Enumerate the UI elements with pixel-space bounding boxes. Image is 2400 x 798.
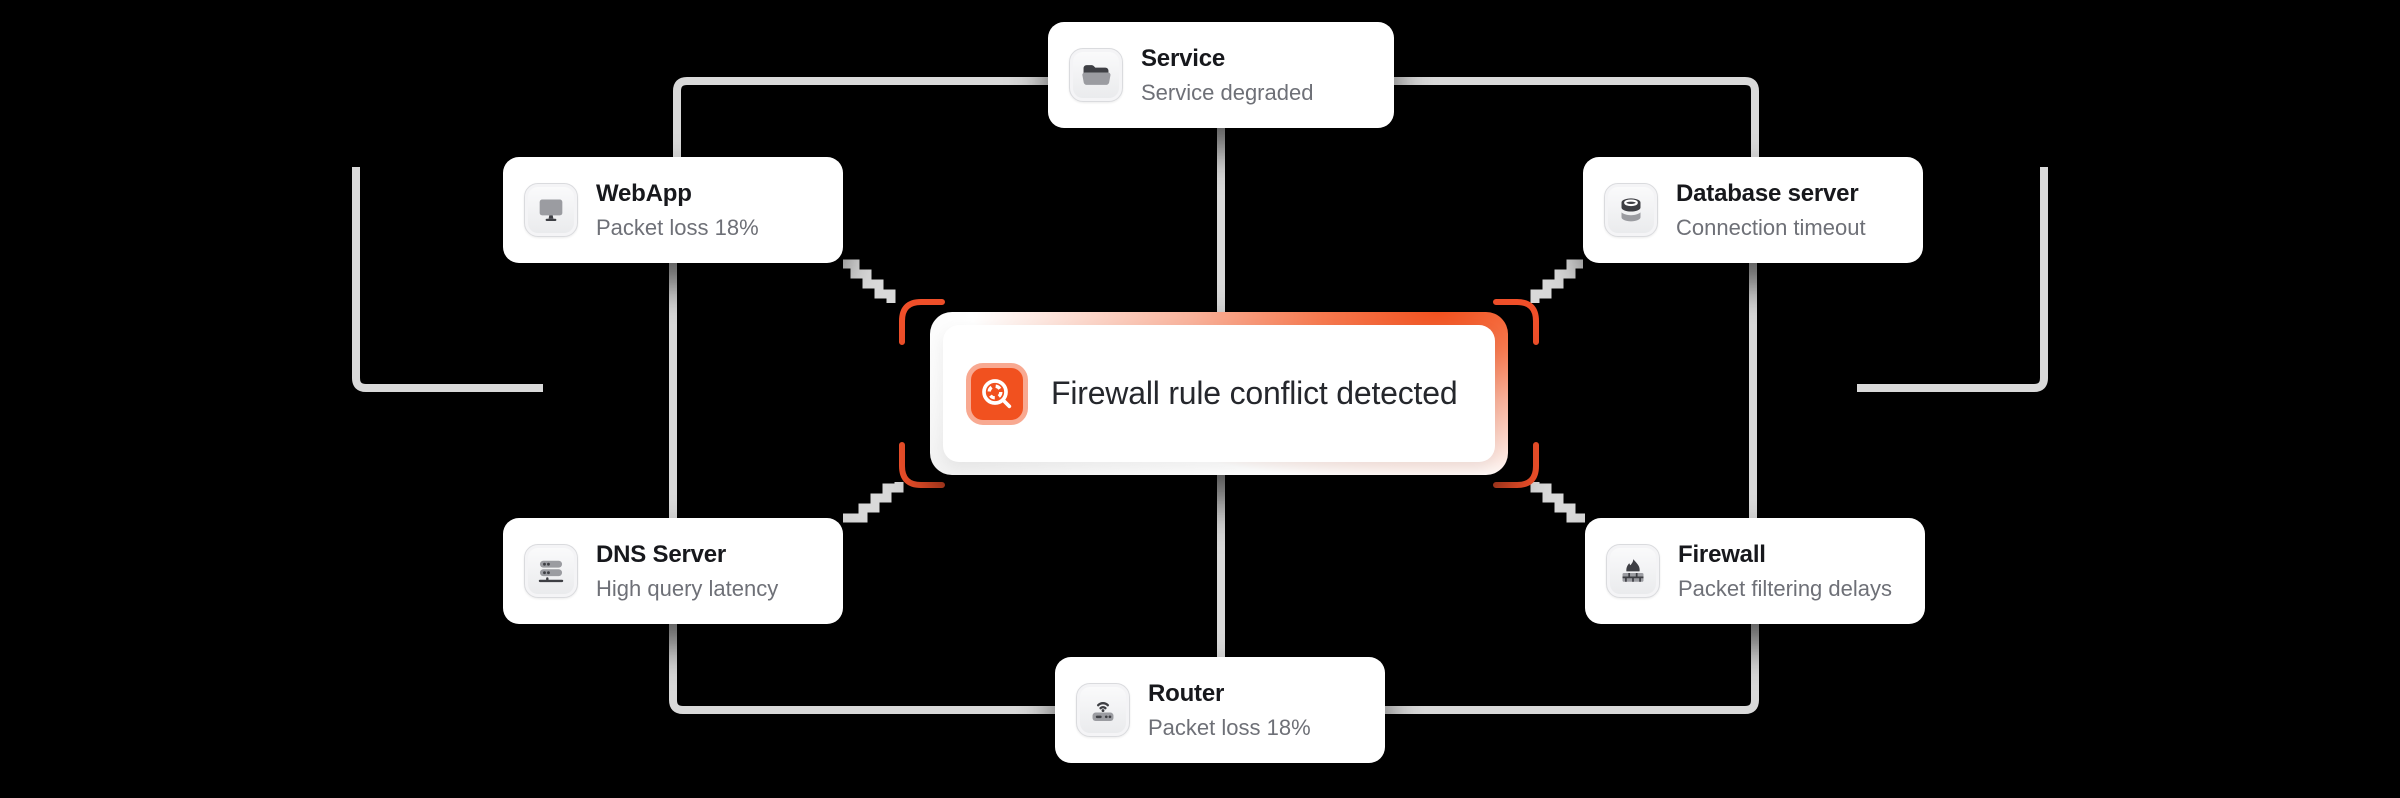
focus-bracket-top-right — [1493, 299, 1539, 345]
node-card-router[interactable]: Router Packet loss 18% — [1055, 657, 1385, 763]
open-folder-icon — [1069, 48, 1123, 102]
scan-search-icon — [966, 362, 1028, 425]
node-title: Firewall — [1678, 540, 1766, 568]
node-card-firewall[interactable]: Firewall Packet filtering delays — [1585, 518, 1925, 624]
wifi-router-icon — [1076, 683, 1130, 737]
connector-left-stub — [352, 167, 543, 392]
server-rack-icon — [524, 544, 578, 598]
connector-firewall-router — [1385, 624, 1759, 714]
node-status: Packet loss 18% — [596, 214, 759, 240]
connector-database-alert-diagonal — [1530, 259, 1583, 303]
node-card-dns[interactable]: DNS Server High query latency — [503, 518, 843, 624]
connector-webapp-alert-diagonal — [843, 259, 896, 303]
node-card-service[interactable]: Service Service degraded — [1048, 22, 1394, 128]
node-card-database[interactable]: Database server Connection timeout — [1583, 157, 1923, 263]
connector-service-webapp — [673, 77, 1048, 157]
node-title: DNS Server — [596, 540, 727, 568]
node-status: Packet filtering delays — [1678, 575, 1892, 601]
connector-firewall-alert-diagonal — [1530, 482, 1585, 523]
connector-service-database — [1394, 77, 1759, 157]
node-status: High query latency — [596, 575, 779, 601]
database-icon — [1604, 183, 1658, 237]
focus-bracket-bottom-left — [899, 442, 945, 488]
node-title: WebApp — [596, 179, 692, 207]
alert-card[interactable]: Firewall rule conflict detected — [930, 312, 1508, 475]
node-title: Service — [1141, 44, 1226, 72]
focus-bracket-top-left — [899, 299, 945, 345]
firewall-brick-icon — [1606, 544, 1660, 598]
connector-right-stub — [1857, 167, 2048, 392]
focus-bracket-bottom-right — [1493, 442, 1539, 488]
desktop-monitor-icon — [524, 183, 578, 237]
alert-card-inner: Firewall rule conflict detected — [943, 325, 1495, 462]
node-title: Database server — [1676, 179, 1859, 207]
node-status: Service degraded — [1141, 79, 1314, 105]
node-status: Packet loss 18% — [1148, 714, 1311, 740]
node-card-webapp[interactable]: WebApp Packet loss 18% — [503, 157, 843, 263]
connector-dns-alert-diagonal — [843, 482, 904, 523]
node-title: Router — [1148, 679, 1225, 707]
alert-title: Firewall rule conflict detected — [1051, 375, 1458, 411]
connector-dns-router — [669, 624, 1055, 714]
node-status: Connection timeout — [1676, 214, 1866, 240]
